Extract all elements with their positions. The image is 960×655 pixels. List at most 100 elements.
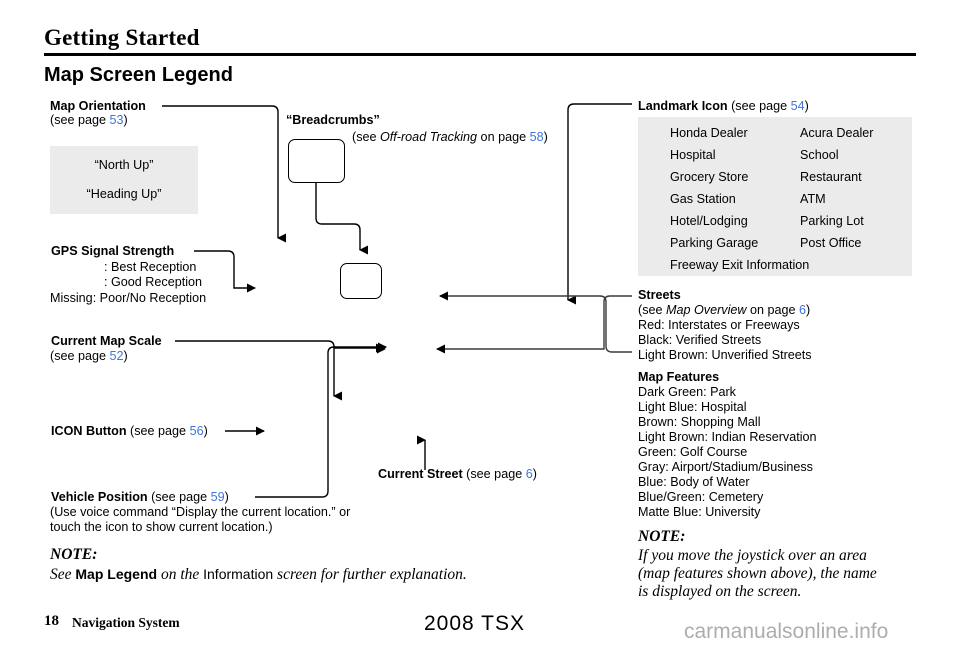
streets-label: Streets	[638, 288, 681, 302]
page-link-56[interactable]: 56	[189, 424, 204, 438]
note-left-heading: NOTE:	[50, 546, 98, 563]
landmark-hotel-lodging: Hotel/Lodging	[670, 214, 748, 228]
note-right-line-2: (map features shown above), the name	[638, 565, 877, 582]
footer-model-year: 2008 TSX	[424, 612, 526, 635]
map-features-green: Green: Golf Course	[638, 445, 748, 459]
option-heading-up: “Heading Up”	[86, 187, 162, 201]
page-link-58[interactable]: 58	[529, 130, 544, 144]
note-left-post: screen for further explanation.	[273, 566, 467, 583]
streets-ref: (see Map Overview on page 6)	[638, 303, 810, 318]
page-link-52[interactable]: 52	[109, 349, 124, 363]
header-divider	[44, 53, 916, 56]
map-features-light-blue: Light Blue: Hospital	[638, 400, 747, 414]
vehicle-position-label: Vehicle Position	[51, 490, 148, 504]
ref-mid: on page	[477, 130, 530, 144]
landmark-restaurant: Restaurant	[800, 170, 862, 184]
page-link-54[interactable]: 54	[790, 99, 805, 113]
landmark-acura-dealer: Acura Dealer	[800, 126, 874, 140]
ref-prefix: (see page	[50, 349, 110, 363]
chapter-title: Getting Started	[44, 25, 200, 50]
map-features-brown: Brown: Shopping Mall	[638, 415, 761, 429]
ref-suffix: )	[532, 467, 537, 481]
landmark-honda-dealer: Honda Dealer	[670, 126, 748, 140]
page-link-6-streets[interactable]: 6	[799, 303, 807, 317]
note-right-line-3: is displayed on the screen.	[638, 583, 802, 600]
ref-prefix: (see page	[126, 424, 190, 438]
streets-line-lightbrown: Light Brown: Unverified Streets	[638, 348, 812, 362]
ref-prefix: (see	[638, 303, 666, 317]
ref-italic-offroad-tracking: Off-road Tracking	[380, 130, 478, 144]
ref-suffix: )	[123, 349, 128, 363]
note-left-mid: on the	[157, 566, 204, 583]
page-link-6-street[interactable]: 6	[525, 467, 533, 481]
ref-prefix: (see page	[147, 490, 211, 504]
ref-prefix: (see page	[50, 113, 110, 127]
ref-italic-map-overview: Map Overview	[666, 303, 747, 317]
landmark-gas-station: Gas Station	[670, 192, 736, 206]
breadcrumb-box-large	[288, 139, 345, 183]
ref-suffix: )	[123, 113, 128, 127]
current-street-label: Current Street	[378, 467, 463, 481]
footer-section-name: Navigation System	[72, 615, 180, 630]
landmark-school: School	[800, 148, 839, 162]
streets-line-red: Red: Interstates or Freeways	[638, 318, 800, 332]
callout-vehicle-position: Vehicle Position (see page 59)	[51, 490, 229, 505]
landmark-icon-label: Landmark Icon	[638, 99, 728, 113]
gps-good-reception: : Good Reception	[104, 275, 203, 289]
landmark-freeway-exit: Freeway Exit Information	[670, 258, 810, 272]
ref-suffix: )	[543, 130, 548, 144]
note-left-pre: See	[50, 566, 76, 583]
note-right-heading: NOTE:	[638, 528, 686, 545]
ref-prefix: (see page	[462, 467, 526, 481]
current-map-scale-label: Current Map Scale	[51, 334, 162, 348]
ref-suffix: )	[806, 303, 811, 317]
landmark-grocery-store: Grocery Store	[670, 170, 749, 184]
current-map-scale-ref: (see page 52)	[50, 349, 128, 364]
map-features-blue: Blue: Body of Water	[638, 475, 750, 489]
map-features-blue-green: Blue/Green: Cemetery	[638, 490, 764, 504]
map-features-gray: Gray: Airport/Stadium/Business	[638, 460, 813, 474]
ref-prefix: (see page	[727, 99, 791, 113]
note-left-body: See Map Legend on the Information screen…	[50, 565, 467, 585]
map-features-label: Map Features	[638, 370, 720, 384]
callout-current-street: Current Street (see page 6)	[378, 467, 537, 482]
landmark-post-office: Post Office	[800, 236, 862, 250]
option-north-up: “North Up”	[94, 158, 154, 172]
landmark-parking-lot: Parking Lot	[800, 214, 864, 228]
landmark-parking-garage: Parking Garage	[670, 236, 759, 250]
landmark-icon-table: Honda Dealer Hospital Grocery Store Gas …	[638, 117, 912, 276]
breadcrumb-box-small	[340, 263, 382, 299]
gps-signal-strength-label: GPS Signal Strength	[51, 244, 175, 258]
map-orientation-label: Map Orientation	[50, 99, 146, 113]
gps-best-reception: : Best Reception	[104, 260, 197, 274]
callout-icon-button: ICON Button (see page 56)	[51, 424, 208, 439]
map-features-dark-green: Dark Green: Park	[638, 385, 736, 399]
gps-poor-reception: Missing: Poor/No Reception	[50, 291, 207, 305]
breadcrumbs-ref: (see Off-road Tracking on page 58)	[352, 130, 548, 145]
page-link-53[interactable]: 53	[109, 113, 124, 127]
ref-prefix: (see	[352, 130, 380, 144]
page-title: Map Screen Legend	[44, 64, 233, 86]
landmark-atm: ATM	[800, 192, 826, 206]
ref-suffix: )	[804, 99, 809, 113]
vehicle-position-detail-1: (Use voice command “Display the current …	[50, 505, 351, 519]
map-orientation-options-panel: “North Up” “Heading Up”	[50, 146, 198, 214]
map-features-light-brown: Light Brown: Indian Reservation	[638, 430, 817, 444]
callout-landmark-icon: Landmark Icon (see page 54)	[638, 99, 809, 114]
ref-suffix: )	[203, 424, 208, 438]
map-orientation-ref: (see page 53)	[50, 113, 128, 128]
breadcrumbs-label: “Breadcrumbs”	[286, 113, 380, 127]
ref-mid: on page	[746, 303, 800, 317]
icon-button-label: ICON Button	[51, 424, 127, 438]
streets-line-black: Black: Verified Streets	[638, 333, 762, 347]
callout-map-orientation: Map Orientation	[50, 99, 146, 114]
map-features-matte-blue: Matte Blue: University	[638, 505, 761, 519]
page-link-59[interactable]: 59	[210, 490, 225, 504]
note-right-line-1: If you move the joystick over an area	[638, 547, 867, 564]
landmark-hospital: Hospital	[670, 148, 716, 162]
note-left-map-legend: Map Legend	[75, 566, 158, 582]
watermark-text: carmanualsonline.info	[684, 620, 889, 643]
note-left-information: Information	[203, 566, 274, 582]
footer-page-number: 18	[44, 613, 59, 629]
